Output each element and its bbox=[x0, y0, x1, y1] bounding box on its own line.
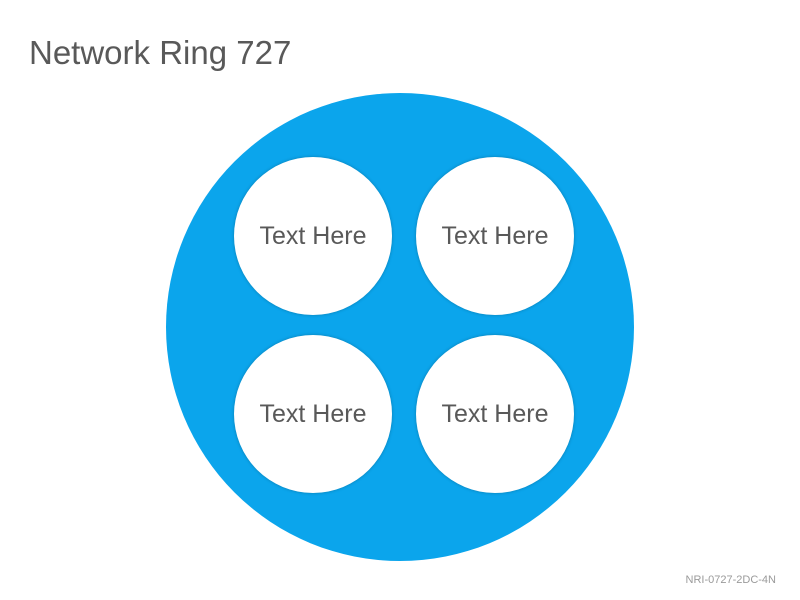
outer-ring-circle bbox=[166, 93, 634, 561]
page-title: Network Ring 727 bbox=[29, 34, 292, 71]
ring-node-label: Text Here bbox=[259, 399, 367, 428]
ring-node-1[interactable]: Text Here bbox=[234, 157, 392, 315]
ring-node-2[interactable]: Text Here bbox=[416, 157, 574, 315]
ring-node-3[interactable]: Text Here bbox=[234, 335, 392, 493]
ring-node-label: Text Here bbox=[259, 221, 367, 250]
footer-code: NRI-0727-2DC-4N bbox=[685, 574, 776, 586]
ring-node-4[interactable]: Text Here bbox=[416, 335, 574, 493]
ring-node-label: Text Here bbox=[441, 221, 549, 250]
ring-node-label: Text Here bbox=[441, 399, 549, 428]
